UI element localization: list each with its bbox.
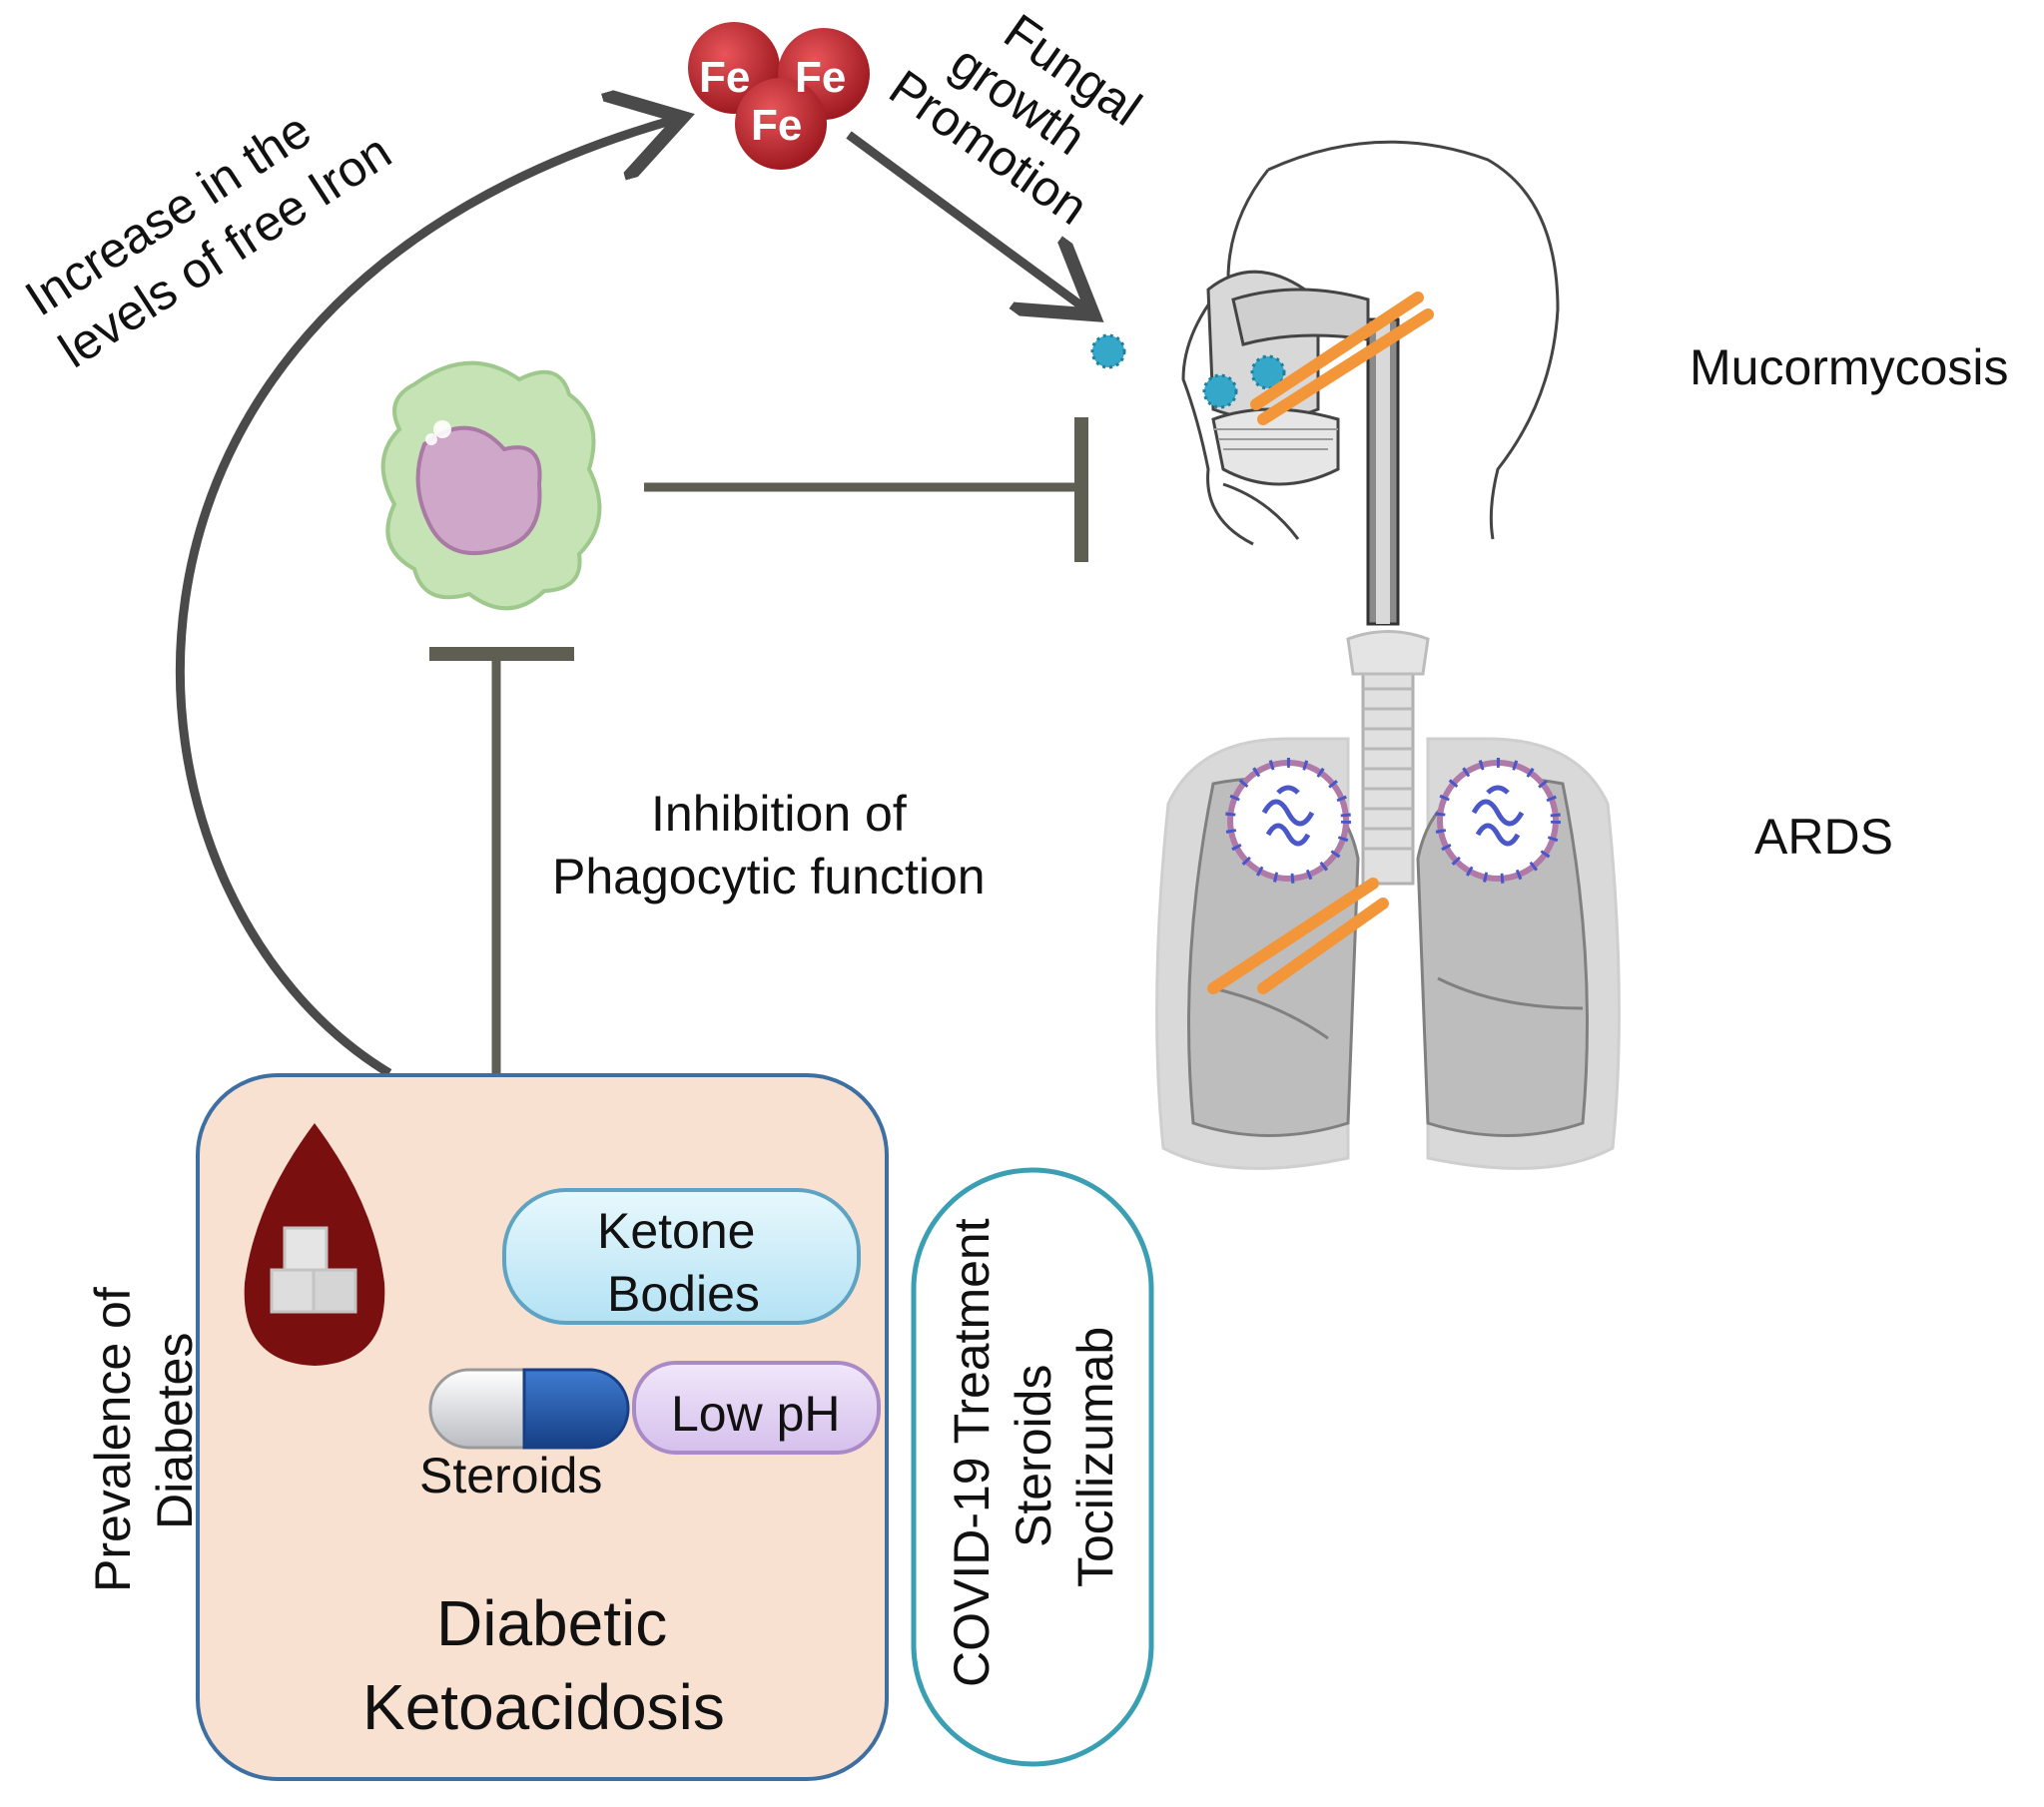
steroids-label: Steroids — [419, 1448, 602, 1504]
blood-sugar-drop-icon — [244, 1123, 385, 1366]
steroid-capsule-icon — [428, 1368, 630, 1450]
iron-label-right: Fe — [795, 53, 846, 102]
dka-title-line2: Ketoacidosis — [362, 1671, 725, 1743]
dka-title-line1: Diabetic — [436, 1587, 667, 1659]
head-orange-lesion — [1250, 292, 1434, 425]
iron-label-bottom: Fe — [751, 101, 802, 150]
phagocytic-function-inhibitor — [429, 647, 574, 1073]
lung-orange-lesion — [1207, 878, 1389, 994]
inhibition-label-line2: Phagocytic function — [552, 849, 986, 904]
low-ph-box — [632, 1361, 881, 1455]
covid-treatment-box — [911, 1167, 1154, 1767]
ards-label: ARDS — [1754, 809, 1893, 865]
ketone-bodies-line1: Ketone — [597, 1203, 755, 1259]
inhibition-label-line1: Inhibition of — [651, 786, 907, 842]
sinus-spore-icon-left — [1202, 373, 1238, 409]
virus-icon-left — [1230, 763, 1346, 879]
svg-text:Tocilizumab: Tocilizumab — [1067, 1327, 1123, 1587]
fungal-growth-label: Fungal growth Promotion — [880, 3, 1151, 236]
mucormycosis-label: Mucormycosis — [1690, 339, 2008, 395]
iron-label-left: Fe — [699, 53, 750, 102]
iron-cluster: Fe Fe Fe — [688, 22, 870, 170]
svg-text:Steroids: Steroids — [1006, 1365, 1061, 1547]
increase-iron-label: Increase in the levels of free Iron — [15, 102, 400, 379]
ketone-bodies-box — [502, 1188, 861, 1325]
fungal-spore-icon — [1090, 333, 1126, 369]
ketone-bodies-line2: Bodies — [607, 1266, 760, 1322]
prevalence-diabetes-label: Prevalence of Diabetes — [85, 1287, 203, 1592]
lungs-illustration — [1155, 630, 1621, 1170]
svg-text:Diabetes: Diabetes — [147, 1333, 203, 1529]
fungal-growth-arrow — [846, 131, 1086, 309]
head-illustration — [1181, 140, 1560, 626]
low-ph-label: Low pH — [671, 1386, 841, 1442]
phagocytosis-inhibitor — [644, 417, 1088, 562]
svg-text:Prevalence of: Prevalence of — [85, 1287, 141, 1592]
svg-text:COVID-19 Treatment: COVID-19 Treatment — [944, 1218, 1000, 1687]
iron-atom-bottom — [735, 78, 827, 170]
covid-treatment-label: COVID-19 Treatment Steroids Tocilizumab — [944, 1218, 1123, 1687]
virus-icon-right — [1440, 763, 1556, 879]
macrophage-icon — [380, 360, 602, 611]
iron-increase-arrow — [175, 120, 674, 1077]
